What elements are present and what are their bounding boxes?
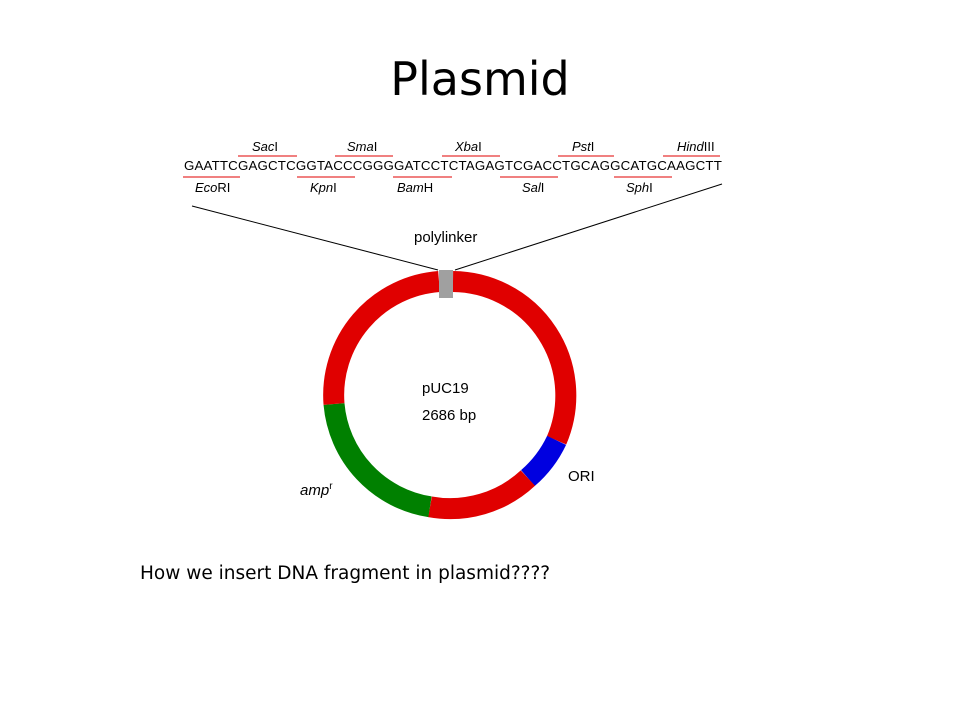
enzyme-ecori: EcoRI [195, 180, 230, 195]
ori-label: ORI [568, 468, 595, 485]
ori-segment [520, 435, 567, 487]
enzyme-psti: PstI [572, 139, 594, 154]
enzyme-smai: SmaI [347, 139, 377, 154]
enzyme-xbai: XbaI [454, 139, 482, 154]
enzyme-hindiii: HindIII [677, 139, 715, 154]
enzyme-kpni: KpnI [310, 180, 337, 195]
slide-title: Plasmid [390, 52, 570, 106]
zoom-line-left [191, 205, 439, 271]
polylinker-label: polylinker [414, 229, 477, 246]
ampr-label: ampr [300, 481, 333, 499]
enzyme-sphi: SphI [626, 180, 653, 195]
bottom-enzyme-labels: EcoRI KpnI BamH SalI SphI [195, 180, 653, 195]
slide-caption: How we insert DNA fragment in plasmid???… [140, 563, 551, 584]
plasmid-ring [323, 271, 577, 520]
backbone-segment-bottom [428, 470, 536, 520]
enzyme-bamh: BamH [397, 180, 433, 195]
zoom-line-right [454, 183, 723, 271]
plasmid-name: pUC19 [422, 380, 469, 397]
enzyme-sali: SalI [522, 180, 544, 195]
enzyme-saci: SacI [252, 139, 278, 154]
backbone-segment-left [323, 271, 441, 405]
polylinker-block [439, 270, 453, 298]
ampr-segment [323, 402, 432, 518]
plasmid-size: 2686 bp [422, 407, 476, 424]
polylinker-sequence: GAATTCGAGCTCGGTACCCGGGGATCCTCTAGAGTCGACC… [184, 159, 722, 173]
top-enzyme-labels: SacI SmaI XbaI PstI HindIII [252, 139, 715, 154]
backbone-segment-right [452, 271, 577, 445]
